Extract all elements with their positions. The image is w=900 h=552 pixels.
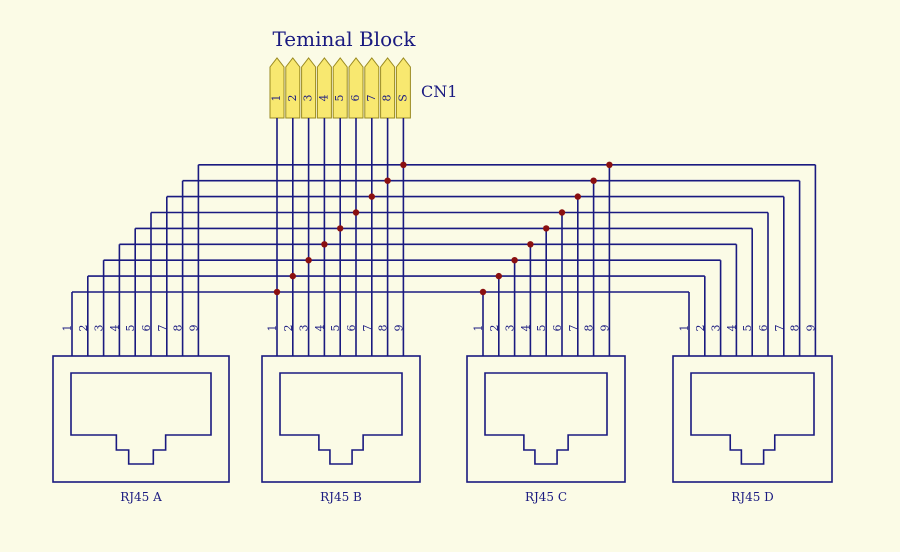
jack-pin-label: 9 — [392, 325, 405, 332]
junction-c-9 — [606, 161, 613, 168]
jack-label: RJ45 A — [120, 490, 162, 504]
terminal-pin-label: 5 — [333, 95, 346, 102]
jack-pin-label: 7 — [773, 325, 786, 332]
bus-wires — [71, 118, 817, 356]
terminal-pin-3 — [301, 57, 317, 119]
terminal-pin-4 — [316, 57, 332, 119]
terminal-pin-label: 7 — [365, 95, 378, 102]
jack-pin-label: 5 — [124, 325, 137, 332]
junction-b-6 — [352, 209, 360, 216]
jack-pin-label: 4 — [108, 325, 121, 332]
terminal-pin-8 — [380, 57, 396, 119]
jack-pin-label: 5 — [329, 325, 342, 332]
jack-pin-label: 8 — [377, 325, 390, 332]
terminal-pin-1 — [269, 57, 285, 119]
junction-c-5 — [543, 225, 550, 232]
jack-pin-label: 8 — [583, 325, 596, 332]
jack-pin-label: 8 — [789, 325, 802, 332]
jack-label: RJ45 D — [731, 490, 774, 504]
jack-pin-label: 7 — [361, 325, 374, 332]
jack-socket — [70, 372, 212, 465]
diagram-title: Teminal Block — [273, 27, 417, 51]
junction-b-2 — [289, 272, 296, 280]
jack-socket — [279, 372, 403, 465]
terminal-pin-label: 6 — [349, 95, 362, 102]
jack-socket — [484, 372, 608, 465]
jack-label: RJ45 B — [320, 490, 362, 504]
jack-pin-label: 2 — [77, 325, 90, 332]
terminal-pin-2 — [285, 57, 301, 119]
jack-pin-label: 3 — [298, 325, 311, 332]
terminal-pin-label: 2 — [286, 95, 299, 102]
terminal-pin-label: 3 — [302, 95, 315, 102]
junction-b-1 — [273, 288, 281, 296]
junction-c-7 — [574, 193, 581, 200]
junction-b-8 — [384, 177, 391, 184]
jack-pin-label: 9 — [804, 325, 817, 332]
jack-outline — [466, 355, 626, 483]
jack-pin-label: 6 — [140, 325, 153, 332]
jack-pin-label: 2 — [488, 325, 501, 332]
junction-b-7 — [368, 193, 375, 200]
junction-c-8 — [590, 177, 597, 184]
junction-b-3 — [305, 257, 312, 264]
junctions — [273, 161, 613, 296]
terminal-pin-label: S — [396, 94, 409, 102]
jack-pin-label: 2 — [282, 325, 295, 332]
jack-pin-label: 4 — [519, 325, 532, 332]
connector-label: CN1 — [421, 82, 457, 101]
terminal-pin-7 — [364, 57, 380, 119]
jack-pin-label: 4 — [725, 325, 738, 332]
jack-pin-label: 7 — [567, 325, 580, 332]
jack-pin-label: 5 — [741, 325, 754, 332]
terminal-pin-5 — [332, 57, 348, 119]
jack-outline — [672, 355, 833, 483]
terminal-pin-9 — [395, 57, 411, 119]
jack-pin-label: 9 — [187, 325, 200, 332]
junction-c-1 — [479, 288, 487, 296]
jack-pin-label: 6 — [757, 325, 770, 332]
terminal-pin-label: 1 — [270, 95, 283, 102]
junction-b-9 — [400, 161, 407, 168]
jack-label: RJ45 C — [525, 490, 567, 504]
jack-pin-label: 1 — [472, 325, 485, 332]
terminal-pin-label: 8 — [381, 95, 394, 102]
jack-socket — [690, 372, 815, 465]
jack-pin-label: 6 — [551, 325, 564, 332]
jack-pin-label: 3 — [710, 325, 723, 332]
junction-c-2 — [495, 272, 502, 280]
jack-pin-label: 3 — [93, 325, 106, 332]
jack-pin-label: 1 — [678, 325, 691, 332]
jack-outline — [261, 355, 421, 483]
jack-pin-label: 4 — [313, 325, 326, 332]
jack-pin-label: 1 — [266, 325, 279, 332]
jack-pin-label: 8 — [172, 325, 185, 332]
jack-pin-label: 3 — [504, 324, 517, 331]
jack-pin-label: 9 — [598, 325, 611, 332]
junction-c-4 — [527, 241, 534, 248]
junction-c-6 — [558, 209, 566, 216]
terminal-pin-6 — [348, 57, 364, 119]
jack-pin-label: 2 — [694, 325, 707, 332]
terminal-pin-label: 4 — [317, 95, 330, 102]
junction-b-4 — [321, 241, 328, 248]
jack-pin-label: 6 — [345, 325, 358, 332]
junction-b-5 — [337, 225, 344, 232]
jack-pin-label: 7 — [156, 325, 169, 332]
junction-c-3 — [511, 257, 518, 264]
jack-pin-label: 5 — [535, 325, 548, 332]
jack-pin-label: 1 — [61, 325, 74, 332]
jack-outline — [52, 355, 230, 483]
